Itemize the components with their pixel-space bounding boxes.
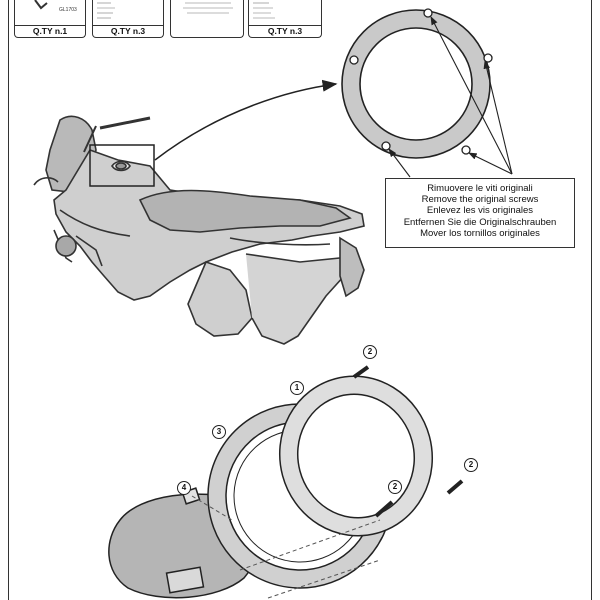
part-2-text-lines [97, 2, 115, 19]
part-number-marker: 4 [177, 481, 191, 495]
part-code: GL1703 [59, 7, 77, 13]
page-frame [8, 0, 592, 600]
part-box-1: GL1703 Q.TY n.1 [14, 0, 86, 38]
part-4-text-lines [253, 2, 275, 19]
part-box-3 [170, 0, 244, 38]
exploded-assembly [108, 365, 464, 599]
part-number-marker: 1 [290, 381, 304, 395]
detail-highlight-box [89, 144, 155, 187]
screw-leader-lines [388, 16, 513, 178]
qty-label: Q.TY n.1 [15, 25, 85, 37]
instruction-line-it: Rimuovere le viti originali [427, 183, 533, 194]
flange-ring-drawing [341, 8, 493, 159]
motorcycle-drawing [33, 115, 365, 345]
part-number-marker: 2 [363, 345, 377, 359]
qty-label: Q.TY n.3 [93, 25, 163, 37]
instruction-callout: Rimuovere le viti originali Remove the o… [385, 178, 575, 248]
part-3-text-lines [183, 2, 233, 14]
part-number-marker: 2 [464, 458, 478, 472]
alignment-lines [191, 495, 381, 599]
part-number-marker: 3 [212, 425, 226, 439]
instruction-line-fr: Enlevez les vis originales [426, 205, 534, 217]
part-box-4: Q.TY n.3 [248, 0, 322, 38]
detail-arrow [154, 79, 338, 161]
instruction-line-es: Mover los tornillos originales [420, 227, 540, 239]
part-number-marker: 2 [388, 480, 402, 494]
instruction-line-de: Entfernen Sie die Originalschrauben [403, 216, 557, 228]
part-1-icon [34, 0, 48, 10]
instruction-line-en: Remove the original screws [421, 194, 539, 206]
qty-label: Q.TY n.3 [249, 25, 321, 37]
part-box-2: Q.TY n.3 [92, 0, 164, 38]
